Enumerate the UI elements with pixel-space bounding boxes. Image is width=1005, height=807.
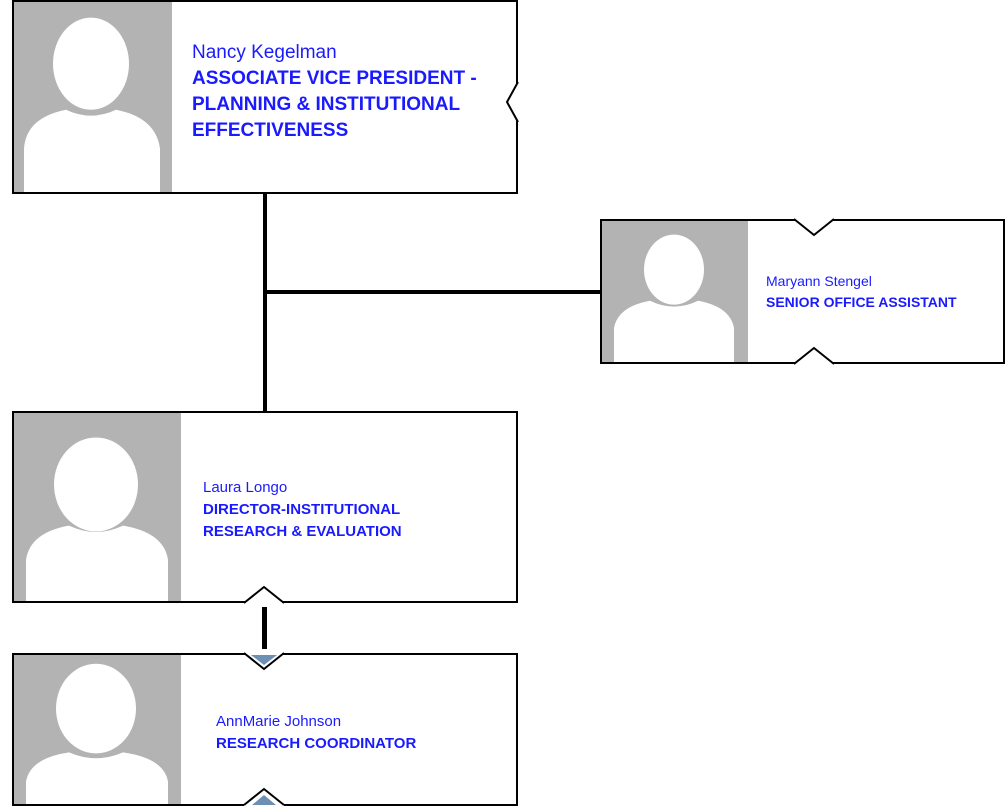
expand-notch-icon[interactable] bbox=[793, 346, 835, 368]
person-title: RESEARCH COORDINATOR bbox=[216, 735, 417, 752]
person-name: Nancy Kegelman bbox=[192, 42, 337, 63]
expand-notch-icon[interactable] bbox=[499, 81, 523, 123]
person-silhouette-icon bbox=[14, 2, 172, 192]
card-info: Nancy Kegelman ASSOCIATE VICE PRESIDENT … bbox=[192, 40, 514, 144]
person-name: AnnMarie Johnson bbox=[216, 713, 342, 730]
person-silhouette-icon bbox=[14, 413, 181, 601]
org-card-director-institutional-research[interactable]: Laura Longo DIRECTOR-INSTITUTIONAL RESEA… bbox=[12, 411, 518, 603]
expand-marker-icon[interactable] bbox=[243, 649, 285, 671]
connector-line bbox=[262, 600, 267, 656]
person-silhouette-icon bbox=[14, 655, 181, 804]
person-name: Laura Longo bbox=[203, 479, 288, 496]
org-card-associate-vice-president[interactable]: Nancy Kegelman ASSOCIATE VICE PRESIDENT … bbox=[12, 0, 518, 194]
card-info: Laura Longo DIRECTOR-INSTITUTIONAL RESEA… bbox=[203, 477, 483, 543]
person-title: ASSOCIATE VICE PRESIDENT - PLANNING & IN… bbox=[192, 68, 477, 141]
org-card-senior-office-assistant[interactable]: Maryann Stengel SENIOR OFFICE ASSISTANT bbox=[600, 219, 1005, 364]
card-info: Maryann Stengel SENIOR OFFICE ASSISTANT bbox=[766, 271, 1001, 313]
org-card-research-coordinator[interactable]: AnnMarie Johnson RESEARCH COORDINATOR bbox=[12, 653, 518, 806]
person-title: DIRECTOR-INSTITUTIONAL RESEARCH & EVALUA… bbox=[203, 501, 402, 540]
connector-line bbox=[263, 192, 267, 413]
connector-line bbox=[263, 290, 602, 294]
expand-marker-icon[interactable] bbox=[243, 787, 285, 807]
collapse-notch-icon[interactable] bbox=[243, 585, 285, 607]
person-title: SENIOR OFFICE ASSISTANT bbox=[766, 294, 957, 310]
person-silhouette-icon bbox=[602, 221, 748, 362]
expand-notch-icon[interactable] bbox=[793, 215, 835, 237]
person-name: Maryann Stengel bbox=[766, 273, 872, 289]
card-info: AnnMarie Johnson RESEARCH COORDINATOR bbox=[216, 711, 514, 755]
